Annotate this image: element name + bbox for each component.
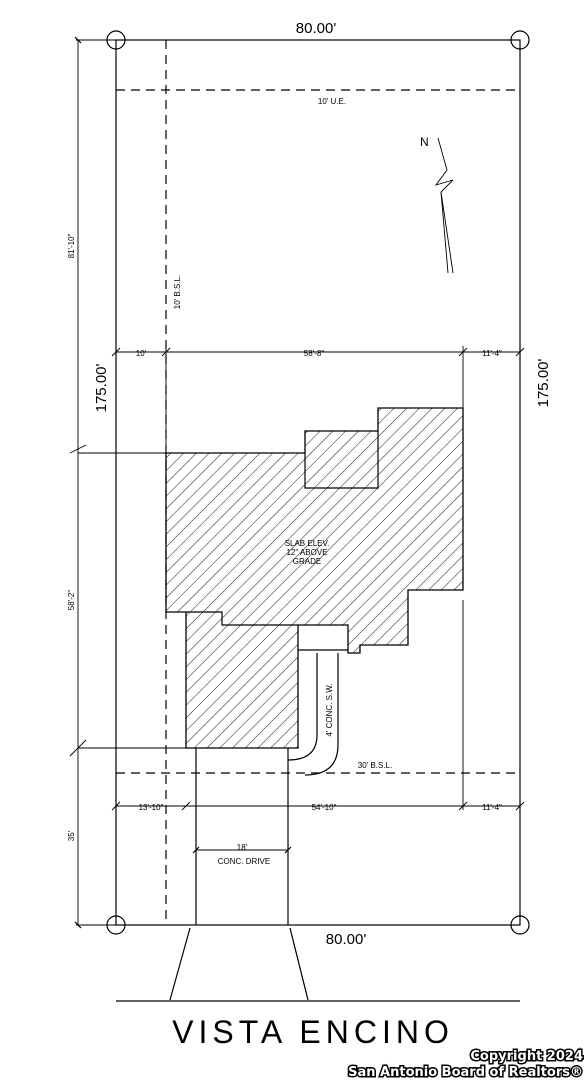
sidewalk-label: 4' CONC. S.W.	[325, 683, 334, 736]
lower-dimension-chain	[111, 600, 525, 811]
left-depth-label: 175.00'	[93, 363, 110, 412]
top-frontage-label: 80.00'	[296, 20, 337, 37]
driveway-apron	[116, 927, 520, 1002]
upper-dimension-chain	[111, 346, 525, 453]
house-width-top-dim: 58'-8"	[304, 349, 325, 358]
utility-easement-label: 10' U.E.	[318, 97, 346, 106]
north-label: N	[420, 135, 429, 149]
front-setback-label: 30' B.S.L.	[358, 761, 392, 770]
house-depth-dim: 58'-2"	[67, 590, 76, 611]
slab-note-line3: GRADE	[293, 557, 321, 566]
drive-width-dim: 18'	[237, 843, 248, 852]
slab-note-line1: SLAB ELEV.	[285, 539, 330, 548]
slab-note-line2: 12" ABOVE	[286, 548, 327, 557]
house-width-bottom-dim: 54'-10"	[312, 803, 337, 812]
driveway	[192, 748, 292, 925]
front-dim: 35'	[67, 830, 76, 841]
side-setback-label: 10' B.S.L.	[173, 275, 182, 309]
lower-right-gap-dim: 11'-4"	[482, 803, 502, 812]
copyright-watermark-line1: Copyright 2024	[470, 1049, 583, 1064]
sidewalk	[287, 653, 318, 761]
right-depth-label: 175.00'	[535, 358, 552, 407]
house-footprint	[165, 407, 464, 749]
left-dimension-chain	[69, 36, 186, 929]
street-name: VISTA ENCINO	[172, 1014, 454, 1050]
lower-left-gap-dim: 13'-10"	[139, 803, 164, 812]
bottom-frontage-label: 80.00'	[326, 931, 367, 948]
rear-to-house-dim: 81'-10"	[67, 233, 76, 258]
upper-right-gap-dim: 11'-4"	[482, 349, 502, 358]
copyright-watermark-line2: San Antonio Board of Realtors®	[348, 1065, 583, 1080]
upper-left-gap-dim: 10'	[136, 349, 147, 358]
property-boundary	[115, 39, 521, 926]
drive-label: CONC. DRIVE	[218, 857, 270, 866]
north-arrow-icon	[434, 137, 454, 274]
